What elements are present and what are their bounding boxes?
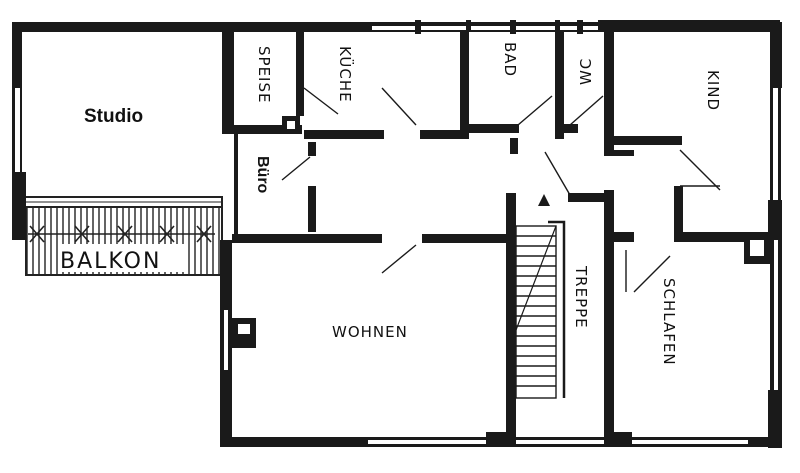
outer-walls xyxy=(12,20,782,448)
room-label-bad: BAD xyxy=(501,42,519,77)
balcony-rail-crosses xyxy=(28,225,215,243)
room-label-wc: WC xyxy=(577,58,595,85)
room-label-kind: KIND xyxy=(704,70,722,111)
room-label-studio: Studio xyxy=(84,106,143,127)
door-kind xyxy=(679,149,721,191)
room-label-wohnen: WOHNEN xyxy=(332,323,408,341)
door-schlafen xyxy=(633,255,671,293)
room-label-treppe: TREPPE xyxy=(572,265,590,329)
door-bad xyxy=(517,95,553,126)
door-wc xyxy=(569,95,604,126)
room-label-schlafen: SCHLAFEN xyxy=(660,278,678,366)
room-label-buero: Büro xyxy=(254,156,271,194)
door-buero xyxy=(281,156,311,181)
interior-walls xyxy=(222,32,770,447)
room-label-kueche: KÜCHE xyxy=(336,46,355,103)
balcony xyxy=(21,196,223,276)
stair-arrow-icon xyxy=(538,194,550,206)
door-kueche xyxy=(381,87,417,126)
door-wohnen xyxy=(381,244,417,274)
room-label-speise: SPEISE xyxy=(255,46,273,103)
door-hall xyxy=(544,151,571,196)
staircase xyxy=(515,220,566,399)
room-label-balkon: BALKON xyxy=(60,249,161,274)
door-kueche-speise xyxy=(303,87,339,115)
door-swings xyxy=(281,87,721,293)
